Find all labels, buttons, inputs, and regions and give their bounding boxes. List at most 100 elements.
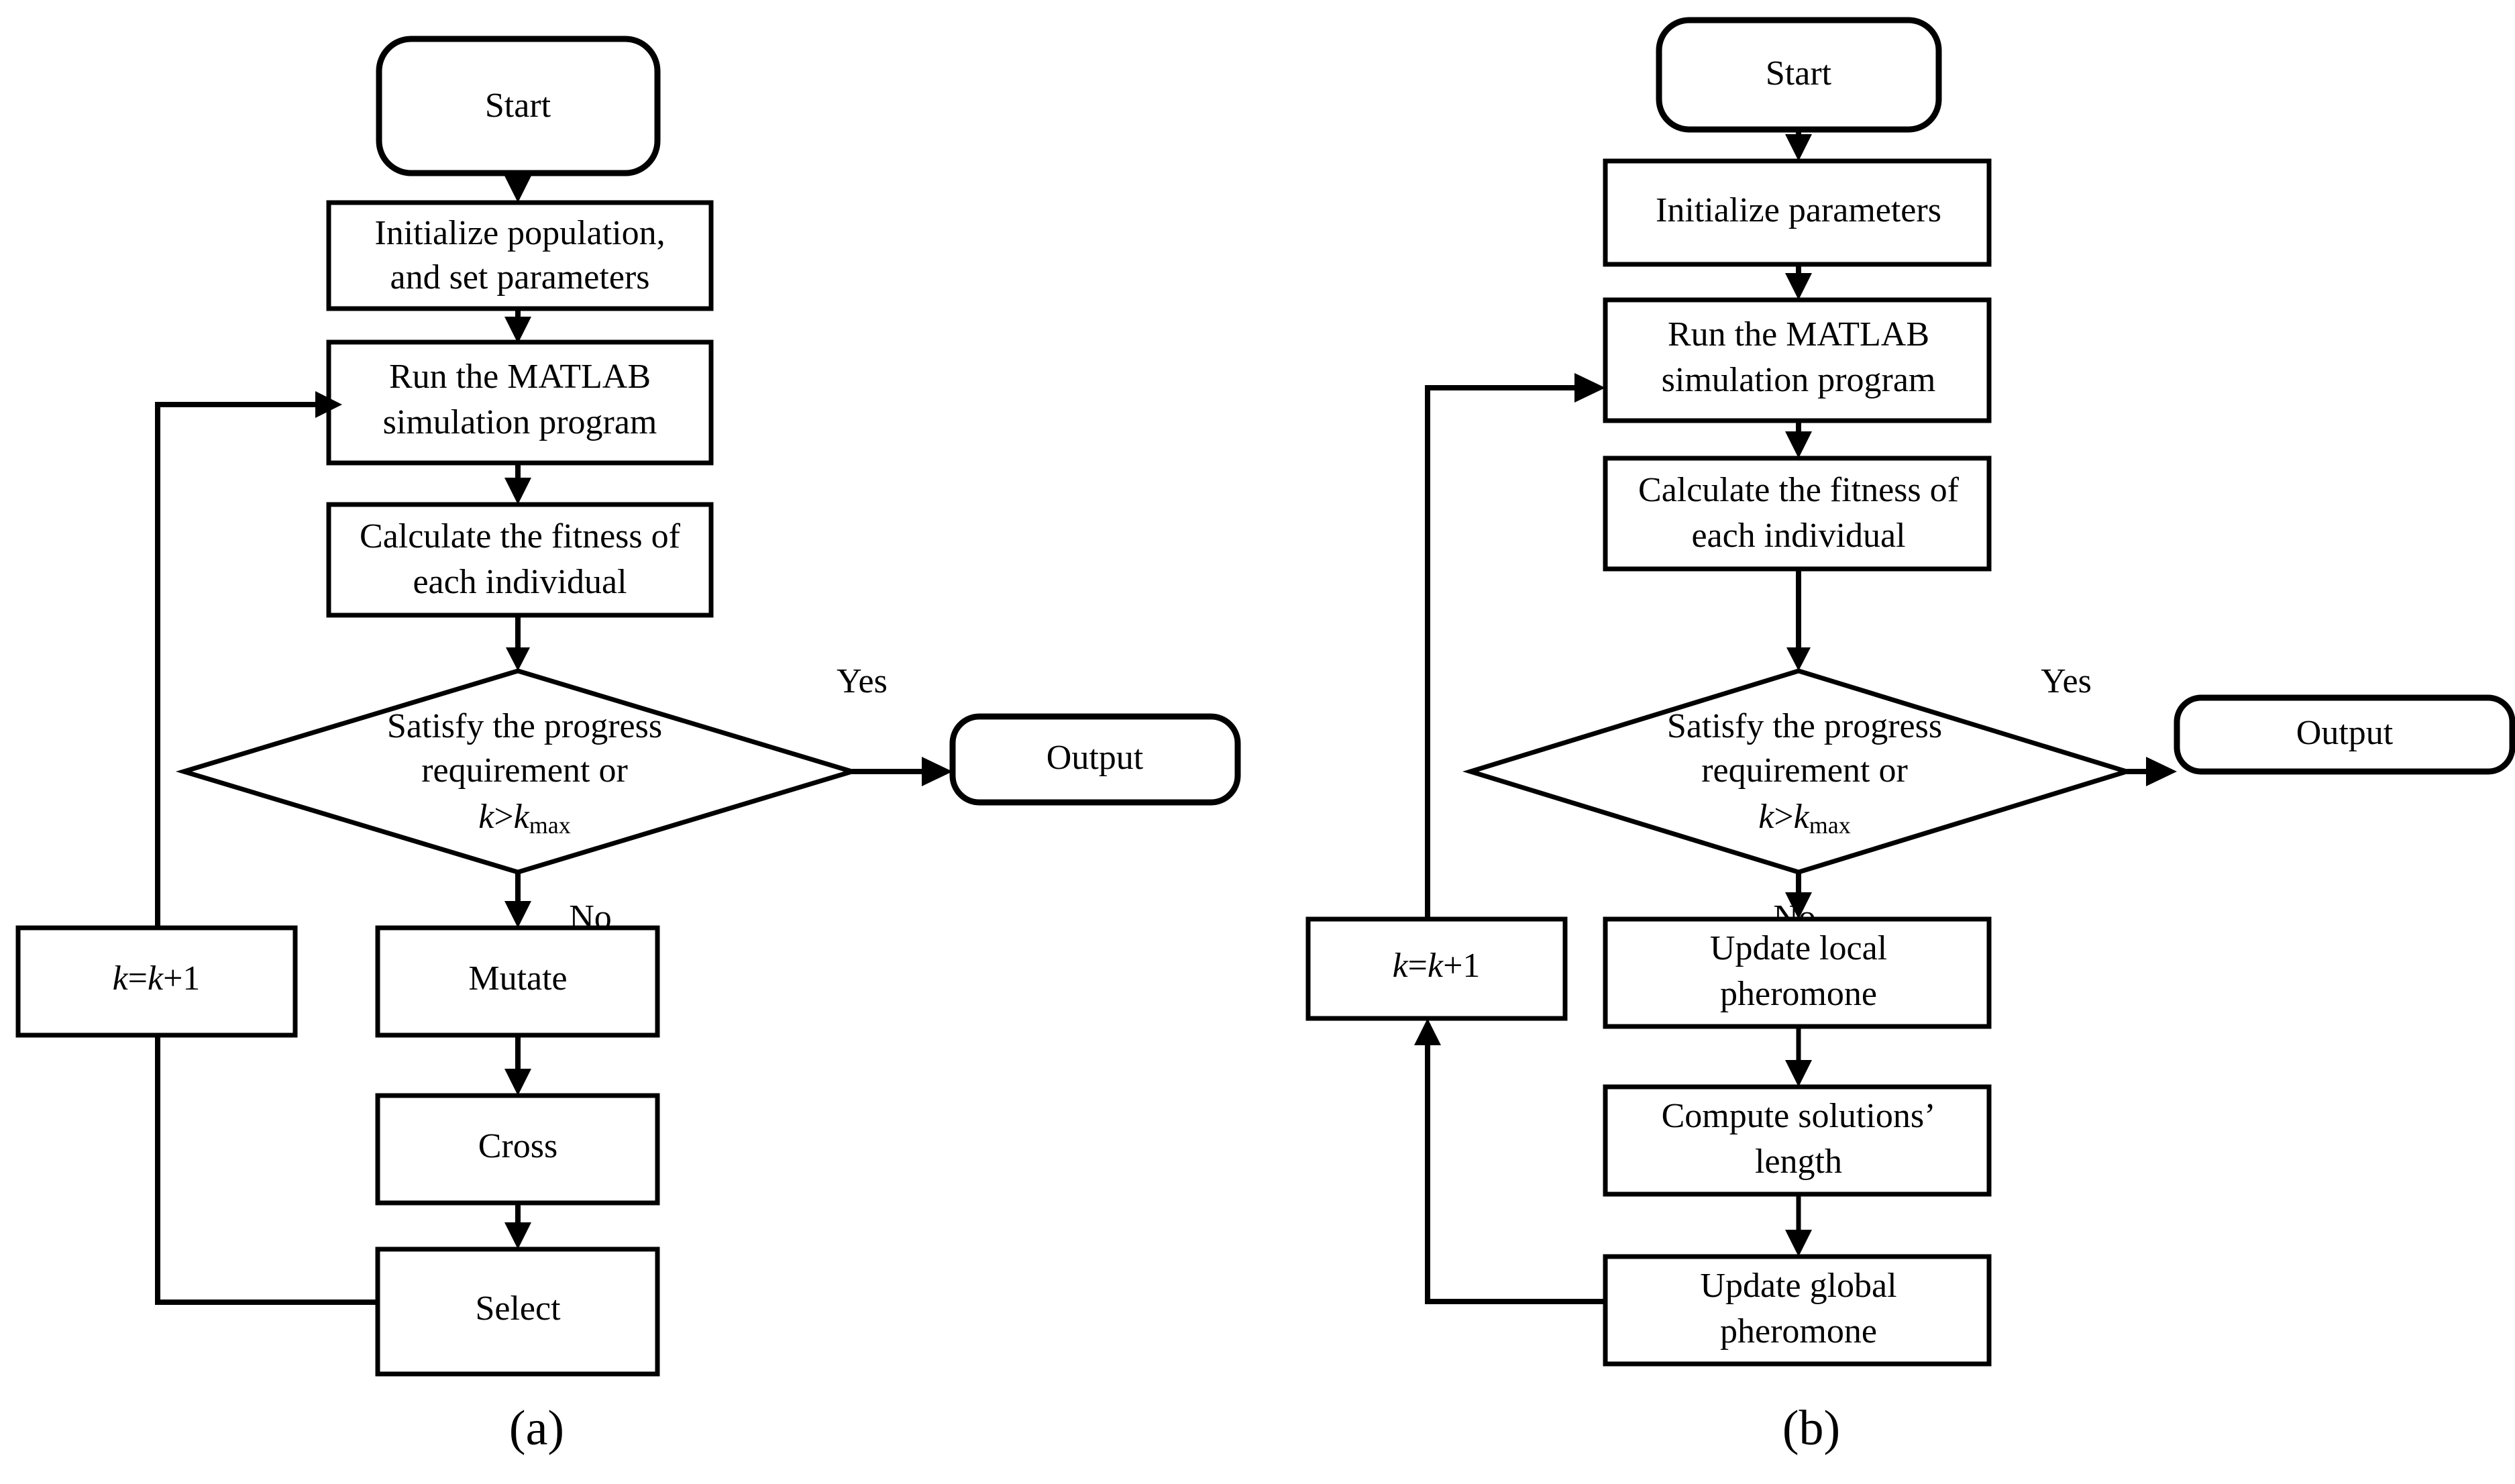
a-decision-label-line1: Satisfy the progress	[387, 707, 662, 745]
a-feedback-arrow	[315, 391, 342, 418]
edge-a-matlab-to-fitness	[504, 463, 531, 505]
edge-a-fitness-to-decision	[506, 615, 530, 671]
node-a-init[interactable]: Initialize population, and set parameter…	[326, 200, 714, 311]
b-local-label-line1: Update local	[1710, 929, 1887, 967]
caption-a: (a)	[509, 1401, 564, 1456]
a-kincr-shape[interactable]	[15, 925, 298, 1038]
edge-a-init-to-matlab	[504, 309, 531, 343]
node-b-local[interactable]: Update local pheromone	[1603, 916, 1992, 1029]
b-yes-arrow	[2146, 757, 2177, 786]
b-global-label-line2: pheromone	[1720, 1312, 1877, 1350]
a-fitness-label-line1: Calculate the fitness of	[360, 517, 681, 555]
b-decision-label-line2: requirement or	[1701, 751, 1908, 790]
b-matlab-label-line2: simulation program	[1662, 361, 1936, 399]
b-no-arrow	[1785, 892, 1812, 919]
node-b-fitness[interactable]: Calculate the fitness of each individual	[1603, 456, 1992, 572]
b-compute-shape[interactable]	[1603, 1084, 1992, 1197]
a-fitness-label-line2: each individual	[413, 563, 627, 601]
panel-a: Start Initialize population, and set par…	[15, 36, 1241, 1456]
node-b-global[interactable]: Update global pheromone	[1603, 1254, 1992, 1367]
a-edge6-arrow	[504, 1222, 531, 1249]
node-b-decision[interactable]: Satisfy the progress requirement or k>km…	[1462, 668, 2135, 875]
edge-a-start-to-init	[504, 173, 531, 203]
b-feedback-upper-path	[1425, 385, 1590, 919]
edge-b-yes: Yes	[2041, 662, 2177, 786]
b-feedback-lower-arrow	[1414, 1018, 1441, 1045]
edge-b-compute-to-global	[1785, 1194, 1812, 1257]
b-output-shape[interactable]	[2174, 694, 2515, 775]
a-cross-label: Cross	[478, 1127, 557, 1165]
a-edge5-arrow	[504, 1069, 531, 1096]
b-kincr-shape[interactable]	[1305, 916, 1568, 1021]
a-feedback-path	[155, 402, 378, 1305]
panel-b: Start Initialize parameters Run the MATL…	[1305, 17, 2515, 1456]
a-output-label: Output	[1047, 739, 1144, 777]
node-a-kincr[interactable]: k=k+1	[15, 925, 298, 1038]
edge-a-yes: Yes	[837, 662, 953, 786]
a-decision-label-line2: requirement or	[421, 751, 628, 790]
edge-b-init-to-matlab	[1785, 264, 1812, 300]
b-compute-label-line2: length	[1755, 1143, 1842, 1181]
node-a-select[interactable]: Select	[375, 1247, 660, 1377]
b-fitness-shape[interactable]	[1603, 456, 1992, 572]
a-cross-shape[interactable]	[375, 1093, 660, 1206]
b-matlab-label-line1: Run the MATLAB	[1668, 315, 1929, 354]
node-a-decision[interactable]: Satisfy the progress requirement or k>km…	[175, 668, 861, 875]
node-a-start[interactable]: Start	[376, 36, 661, 176]
edge-b-kincr-to-matlab	[1425, 373, 1605, 919]
node-b-start[interactable]: Start	[1656, 17, 1942, 133]
edge-b-fitness-to-decision	[1786, 569, 1811, 671]
b-init-label: Initialize parameters	[1656, 191, 1941, 229]
node-b-kincr[interactable]: k=k+1	[1305, 916, 1568, 1021]
a-matlab-label-line1: Run the MATLAB	[389, 358, 651, 396]
a-no-arrow	[504, 901, 531, 928]
b-init-shape[interactable]	[1603, 158, 1992, 267]
a-matlab-label-line2: simulation program	[383, 403, 657, 441]
node-a-matlab[interactable]: Run the MATLAB simulation program	[326, 339, 714, 466]
node-b-matlab[interactable]: Run the MATLAB simulation program	[1603, 297, 1992, 423]
b-matlab-shape[interactable]	[1603, 297, 1992, 423]
edge-b-start-to-init	[1785, 129, 1812, 161]
node-a-mutate[interactable]: Mutate	[375, 925, 660, 1038]
node-b-output[interactable]: Output	[2174, 694, 2515, 775]
b-feedback-lower-path	[1425, 1032, 1605, 1304]
b-edge6-arrow	[1785, 1230, 1812, 1257]
a-edge1-arrow	[504, 176, 531, 203]
a-output-shape[interactable]	[949, 713, 1241, 806]
a-start-label: Start	[485, 87, 551, 125]
a-init-label-line1: Initialize population,	[374, 214, 665, 252]
a-edge3-arrow	[504, 478, 531, 505]
b-global-shape[interactable]	[1603, 1254, 1992, 1367]
node-a-fitness[interactable]: Calculate the fitness of each individual	[326, 502, 714, 618]
a-mutate-label: Mutate	[468, 959, 567, 998]
caption-b: (b)	[1782, 1401, 1840, 1456]
edge-b-matlab-to-fitness	[1785, 421, 1812, 458]
b-fitness-label-line2: each individual	[1691, 517, 1905, 555]
node-b-init[interactable]: Initialize parameters	[1603, 158, 1992, 267]
a-select-shape[interactable]	[375, 1247, 660, 1377]
b-decision-label-line1: Satisfy the progress	[1667, 707, 1942, 745]
node-b-compute[interactable]: Compute solutions’ length	[1603, 1084, 1992, 1197]
b-local-shape[interactable]	[1603, 916, 1992, 1029]
a-kincr-formula: k=k+1	[113, 959, 201, 998]
edge-a-mutate-to-cross	[504, 1035, 531, 1096]
a-fitness-shape[interactable]	[326, 502, 714, 618]
edge-a-cross-to-select	[504, 1203, 531, 1249]
node-a-cross[interactable]: Cross	[375, 1093, 660, 1206]
a-init-label-line2: and set parameters	[390, 258, 650, 297]
b-start-label: Start	[1766, 54, 1832, 93]
b-edge1-arrow	[1785, 134, 1812, 161]
node-a-output[interactable]: Output	[949, 713, 1241, 806]
b-edge5-arrow	[1785, 1060, 1812, 1087]
a-edge4-arrow	[506, 647, 530, 671]
a-yes-arrow	[922, 757, 953, 786]
a-mutate-shape[interactable]	[375, 925, 660, 1038]
edge-a-feedback-loop	[155, 391, 378, 1305]
a-yes-label: Yes	[837, 662, 888, 700]
b-fitness-label-line1: Calculate the fitness of	[1638, 471, 1960, 509]
b-global-label-line1: Update global	[1700, 1267, 1896, 1305]
a-init-shape[interactable]	[326, 200, 714, 311]
edge-b-global-to-kincr	[1414, 1018, 1605, 1304]
